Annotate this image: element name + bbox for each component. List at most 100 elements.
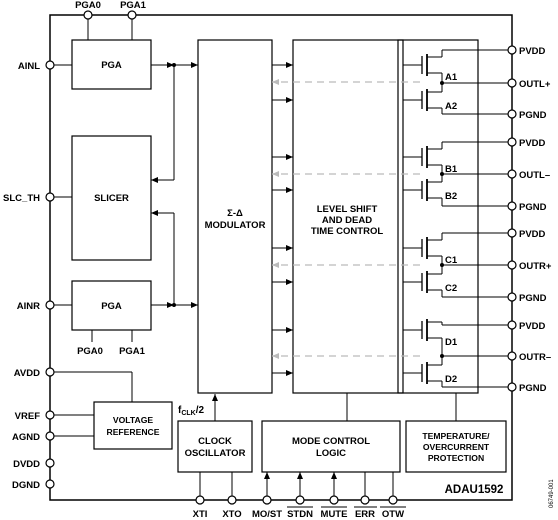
transistor-label: B1	[445, 164, 458, 175]
temperature-label-1: TEMPERATURE/	[422, 431, 490, 441]
pin-agnd[interactable]	[45, 431, 55, 441]
transistor-label: D1	[445, 337, 458, 348]
mode-control-label-1: MODE CONTROL	[292, 436, 370, 447]
temperature-label-2: OVERCURRENT	[423, 442, 490, 452]
temperature-label-3: PROTECTION	[428, 453, 484, 463]
modulator-outputs	[272, 62, 293, 376]
pin-right-4[interactable]	[507, 137, 517, 147]
pin-mute[interactable]	[329, 495, 339, 505]
pin-label-right: PVDD	[519, 138, 546, 149]
pga-bottom-block: PGA	[71, 280, 152, 331]
feedback-lines	[272, 79, 420, 359]
pin-label-otw: OTW	[382, 509, 404, 520]
pin-label-pga1-top: PGA1	[120, 0, 147, 11]
temperature-block: TEMPERATURE/ OVERCURRENT PROTECTION	[405, 420, 507, 473]
pin-label-right: OUTR–	[519, 352, 551, 363]
pin-label-mo-st: MO/ST	[252, 509, 282, 520]
pga-bottom-label: PGA	[101, 301, 122, 312]
level-shift-block: LEVEL SHIFT AND DEAD TIME CONTROL	[292, 39, 404, 394]
pin-right-9[interactable]	[507, 292, 517, 302]
pin-dgnd[interactable]	[45, 479, 55, 489]
pin-label-right: PGND	[519, 110, 547, 121]
pin-right-5[interactable]	[507, 169, 517, 179]
pin-mo-st[interactable]	[262, 495, 272, 505]
voltage-reference-label-1: VOLTAGE	[113, 415, 154, 425]
pin-label-mute: MUTE	[321, 509, 348, 520]
pin-right-3[interactable]	[507, 109, 517, 119]
pin-xti[interactable]	[195, 495, 205, 505]
clock-oscillator-block: CLOCK OSCILLATOR	[177, 420, 253, 473]
pin-label-vref: VREF	[15, 411, 41, 422]
output-stage-block	[397, 39, 479, 394]
pin-otw[interactable]	[388, 495, 398, 505]
pin-label-pga0-top: PGA0	[75, 0, 101, 11]
pin-label-err: ERR	[355, 509, 375, 520]
side-code: 06749-001	[549, 479, 555, 508]
pin-label-dgnd: DGND	[12, 480, 40, 491]
pin-stdn[interactable]	[295, 495, 305, 505]
pin-label-right: PGND	[519, 293, 547, 304]
modulator-label-1: Σ-Δ	[227, 208, 243, 219]
gate-drive-lines	[403, 64, 422, 374]
clock-oscillator-label-1: CLOCK	[198, 436, 232, 447]
pin-label-right: PVDD	[519, 229, 546, 240]
pga0-bottom-label: PGA0	[77, 346, 103, 357]
right-pins: PVDDOUTL+PGNDPVDDOUTL–PGNDPVDDOUTR+PGNDP…	[507, 45, 552, 394]
pin-vref[interactable]	[45, 410, 55, 420]
pin-label-ainl: AINL	[18, 61, 40, 72]
level-shift-label-2: AND DEAD	[322, 215, 372, 226]
level-shift-label-3: TIME CONTROL	[311, 226, 383, 237]
pin-right-7[interactable]	[507, 228, 517, 238]
pin-ainl[interactable]	[45, 60, 55, 70]
voltage-reference-block: VOLTAGE REFERENCE	[93, 401, 173, 450]
pin-ainr[interactable]	[45, 300, 55, 310]
pin-label-right: PVDD	[519, 321, 546, 332]
pin-label-agnd: AGND	[12, 432, 40, 443]
pin-right-8[interactable]	[507, 260, 517, 270]
level-shift-label-1: LEVEL SHIFT	[317, 204, 378, 215]
clock-oscillator-label-2: OSCILLATOR	[185, 448, 246, 459]
pin-avdd[interactable]	[45, 367, 55, 377]
pin-label-right: OUTL–	[519, 170, 550, 181]
pin-pga1-top[interactable]	[127, 10, 137, 20]
mode-control-block: MODE CONTROL LOGIC	[261, 420, 401, 473]
pin-label-right: OUTL+	[519, 79, 551, 90]
pin-err[interactable]	[360, 495, 370, 505]
pga-top-label: PGA	[101, 60, 122, 71]
bottom-pins: XTI XTO MO/ST STDN MUTE ERR OTW	[193, 472, 406, 520]
pin-label-xto: XTO	[222, 509, 241, 520]
transistor-label: D2	[445, 374, 457, 385]
pin-right-6[interactable]	[507, 201, 517, 211]
chip-outline	[49, 14, 513, 501]
pin-slc-th[interactable]	[45, 192, 55, 202]
pin-right-12[interactable]	[507, 382, 517, 392]
pin-label-ainr: AINR	[17, 301, 40, 312]
chip-name: ADAU1592	[445, 484, 504, 496]
pin-label-right: PVDD	[519, 46, 546, 57]
pin-xto[interactable]	[227, 495, 237, 505]
transistor-label: C2	[445, 283, 457, 294]
pin-right-1[interactable]	[507, 45, 517, 55]
pin-right-2[interactable]	[507, 78, 517, 88]
pin-pga0-top[interactable]	[83, 10, 93, 20]
pin-label-stdn: STDN	[287, 509, 313, 520]
pin-label-slc-th: SLC_TH	[3, 193, 40, 204]
transistor-label: A1	[445, 72, 458, 83]
modulator-block: Σ-Δ MODULATOR	[197, 39, 273, 394]
pin-label-dvdd: DVDD	[13, 459, 40, 470]
slicer-block: SLICER	[71, 135, 152, 261]
pin-right-10[interactable]	[507, 320, 517, 330]
pin-label-xti: XTI	[193, 509, 208, 520]
slicer-label: SLICER	[94, 193, 129, 204]
voltage-reference-label-2: REFERENCE	[106, 427, 159, 437]
mode-control-label-2: LOGIC	[316, 448, 346, 459]
pga1-bottom-label: PGA1	[119, 346, 146, 357]
pin-right-11[interactable]	[507, 351, 517, 361]
pin-dvdd[interactable]	[45, 458, 55, 468]
